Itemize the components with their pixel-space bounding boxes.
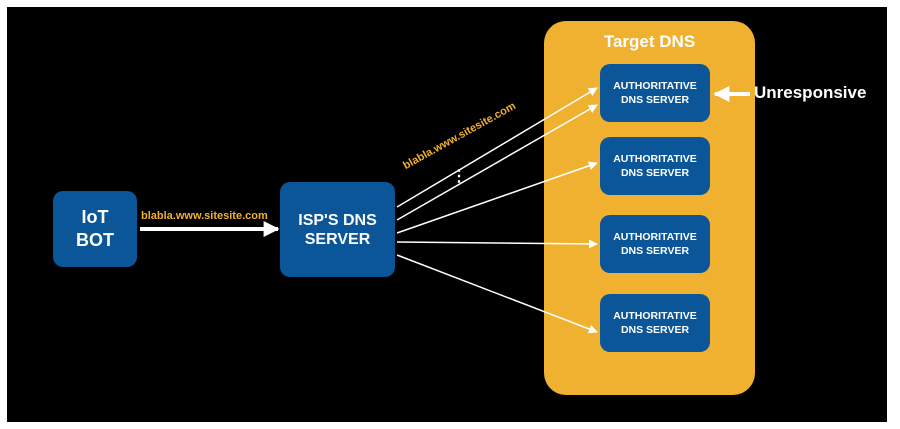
ellipsis-dots: ⋮ xyxy=(451,168,467,185)
isp-dns-server-node: ISP'S DNS SERVER xyxy=(280,182,395,277)
target-dns-title: Target DNS xyxy=(603,32,696,51)
authoritative-dns-server-2: AUTHORITATIVE DNS SERVER xyxy=(600,137,710,195)
isp-to-auth3-arrow xyxy=(396,239,598,249)
authoritative-dns-server-4: AUTHORITATIVE DNS SERVER xyxy=(600,294,710,352)
isp-to-auth1-arrow-b xyxy=(396,104,598,221)
iot-query-label: blabla.www.sitesite.com xyxy=(141,210,268,222)
iot-bot-node: IoT BOT xyxy=(53,191,137,267)
isp-to-auth1-arrow-a xyxy=(396,87,598,208)
authoritative-dns-server-1: AUTHORITATIVE DNS SERVER xyxy=(600,64,710,122)
authoritative-dns-server-3: AUTHORITATIVE DNS SERVER xyxy=(600,215,710,273)
isp-to-auth2-arrow xyxy=(396,161,598,234)
isp-to-auth4-arrow xyxy=(396,254,598,334)
unresponsive-label: Unresponsive xyxy=(754,83,867,102)
